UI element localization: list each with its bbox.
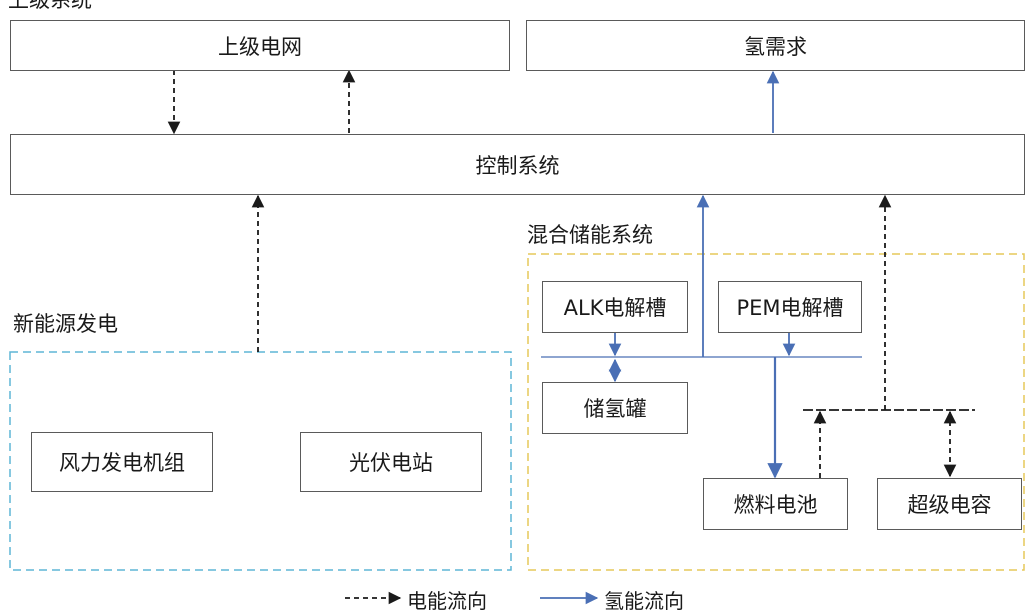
hydrogen-tank-label: 储氢罐 [583,397,647,421]
new-energy-title: 新能源发电 [13,312,118,336]
control-system-box: 控制系统 [10,134,1025,195]
fuel-cell-label: 燃料电池 [733,493,818,517]
legend-electric-label: 电能流向 [407,589,487,613]
fuel-cell-box: 燃料电池 [703,478,848,530]
pem-electrolyzer-label: PEM电解槽 [736,296,844,320]
pv-station-label: 光伏电站 [349,451,433,475]
hybrid-storage-title: 混合储能系统 [527,223,653,247]
wind-turbine-label: 风力发电机组 [59,451,185,475]
new-energy-region [9,351,512,571]
alk-electrolyzer-box: ALK电解槽 [542,281,688,333]
hydrogen-demand-label: 氢需求 [744,34,807,59]
pv-station-box: 光伏电站 [300,432,482,492]
hybrid-storage-region [527,253,1025,571]
upper-system-title: 上级系统 [8,0,92,12]
alk-electrolyzer-label: ALK电解槽 [563,296,667,320]
hydrogen-demand-box: 氢需求 [526,20,1025,71]
upper-grid-box: 上级电网 [10,20,510,71]
hydrogen-tank-box: 储氢罐 [542,382,688,434]
wind-turbine-box: 风力发电机组 [31,432,213,492]
legend-hydrogen-label: 氢能流向 [604,589,684,613]
control-system-label: 控制系统 [475,153,560,178]
pem-electrolyzer-box: PEM电解槽 [718,281,862,333]
upper-grid-label: 上级电网 [218,34,302,59]
supercapacitor-box: 超级电容 [877,478,1022,530]
supercapacitor-label: 超级电容 [907,493,992,517]
